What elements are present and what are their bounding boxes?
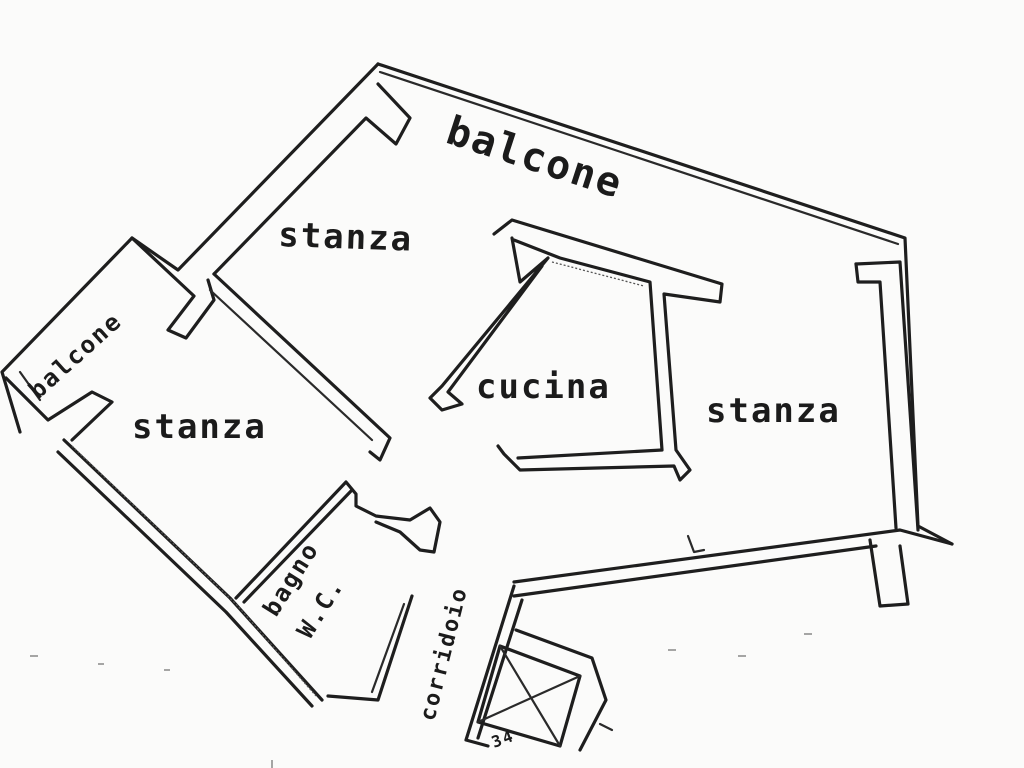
corridor-lower-wall-inner	[512, 544, 878, 598]
cucina-left-wall	[428, 236, 550, 412]
label-stair-mark: 34	[489, 726, 517, 752]
cucina-inner-wall	[512, 238, 664, 460]
label-cucina: cucina	[476, 367, 611, 407]
outer-wall-top-inner	[378, 70, 900, 246]
left-balcony-outline	[130, 236, 216, 340]
stair-box-cross-2	[476, 674, 582, 724]
label-stanza-right: stanza	[706, 391, 841, 431]
upper-left-wall-inner	[212, 82, 412, 276]
bagno-right-wall	[326, 594, 414, 702]
label-balcone-left: balcone	[23, 307, 127, 405]
corridor-left-wall-inner	[476, 598, 524, 740]
partition-stanza-diagonal	[212, 272, 392, 462]
corridor-door-jamb	[686, 534, 706, 554]
stair-side-wall-2	[598, 722, 614, 732]
bagno-wall	[234, 480, 442, 600]
corridor-left-wall	[464, 584, 516, 748]
left-balcony-inner	[18, 370, 42, 402]
corridor-lower-wall	[512, 528, 954, 584]
left-balcony-bottom	[4, 376, 114, 442]
stair-side-wall	[514, 628, 608, 752]
cucina-inner-hatch	[551, 261, 645, 287]
stair-box-cross-1	[498, 644, 562, 748]
bagno-wall-inner	[242, 488, 354, 604]
left-exterior-wall	[62, 438, 324, 702]
label-corridoio: corridoio	[416, 584, 473, 723]
right-stanza-wall-inner	[854, 262, 898, 530]
label-stanza-top: stanza	[278, 215, 414, 260]
label-stanza-left: stanza	[132, 407, 267, 447]
right-stanza-wall	[854, 260, 920, 532]
right-pier	[868, 538, 910, 608]
outer-wall-top	[376, 62, 954, 546]
left-exterior-wall-hatch	[71, 445, 317, 697]
left-exterior-wall-outer	[56, 450, 314, 708]
cucina-upper-wall	[492, 218, 724, 482]
bagno-right-wall-inner	[370, 602, 406, 694]
partition-stanza-diagonal-inner	[208, 288, 374, 442]
